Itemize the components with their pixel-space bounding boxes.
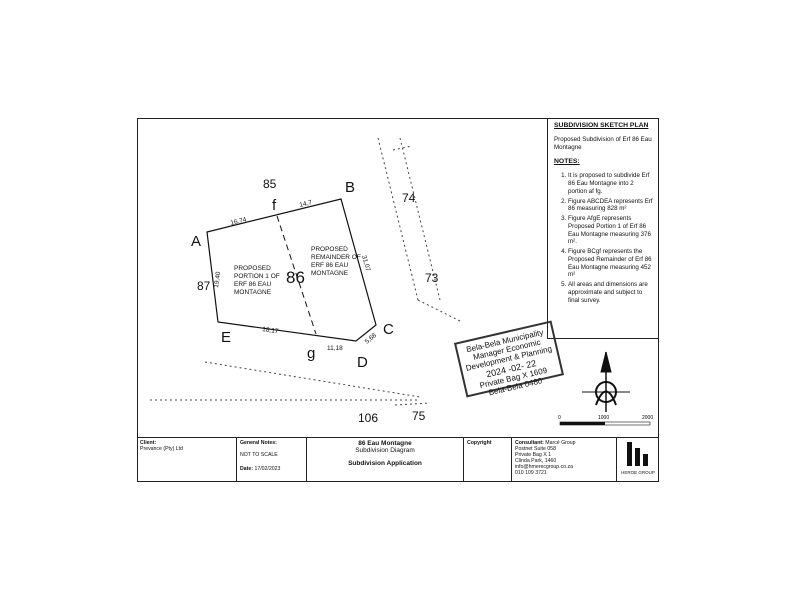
portion-1-label: PROPOSED PORTION 1 OF ERF 86 EAU MONTAGN… [234, 265, 280, 296]
note-item: It is proposed to subdivide Erf 86 Eau M… [568, 172, 653, 195]
road-boundary-left [377, 137, 419, 301]
erf-label-75: 75 [412, 409, 426, 423]
notes-list: It is proposed to subdivide Erf 86 Eau M… [554, 172, 653, 304]
dimension-bc: 31,07 [360, 255, 371, 273]
note-item: Figure ABCDEA represents Erf 86 measurin… [568, 198, 653, 214]
logo-cell: HEROE GROUP [617, 438, 659, 482]
consultant-label: Consultant: [515, 440, 544, 446]
neighbour-boundaries [150, 137, 463, 406]
application-type: Subdivision Application [348, 460, 422, 467]
remainder-line: PROPOSED [311, 246, 348, 253]
date-value: 17/02/2023 [254, 466, 281, 472]
erf-label-106: 106 [358, 411, 378, 425]
dimension-dc: 5,68 [364, 332, 378, 346]
drawing-sheet [137, 118, 659, 482]
erf-86-boundary [206, 198, 377, 342]
email: info@hmerecgroup.co.za [515, 464, 574, 470]
portion-1-line: MONTAGNE [234, 289, 272, 296]
notes-panel-subtitle: Proposed Subdivision of Erf 86 Eau Monta… [554, 136, 652, 152]
erf-label-86: 86 [286, 268, 305, 287]
point-label-f: f [272, 197, 277, 214]
portion-1-line: PROPOSED [234, 265, 271, 272]
scale-bar: 0 1000 2000 [558, 415, 653, 426]
point-label-d: D [357, 354, 368, 371]
portion-1-line: ERF 86 EAU [234, 281, 272, 288]
consultant-cell: Consultant: Marcé Group Postnet Suite 05… [512, 438, 617, 482]
consultant-name: Marcé Group [545, 440, 576, 446]
erf-label-74: 74 [402, 191, 416, 205]
dimension-eg: 18,17 [262, 326, 279, 335]
portion-1-line: PORTION 1 OF [234, 273, 280, 280]
company-logo-icon [627, 442, 648, 466]
address-line: Clinda Park, 1460 [515, 458, 557, 464]
client-cell: Client: Prevance (Pty) Ltd [137, 438, 237, 482]
remainder-label: PROPOSED REMAINDER OF ERF 86 EAU MONTAGN… [311, 246, 361, 277]
project-title: 86 Eau Montagne [358, 440, 412, 447]
north-arrow-icon [582, 351, 630, 412]
note-item: All areas and dimensions are approximate… [568, 281, 653, 304]
point-label-g: g [307, 345, 315, 362]
point-label-b: B [345, 179, 355, 196]
dimension-ea: 19,40 [213, 271, 222, 288]
erf-label-73: 73 [425, 271, 439, 285]
address-line: Private Bag X 1 [515, 452, 552, 458]
dimension-af: 16,74 [230, 216, 248, 227]
title-block: Client: Prevance (Pty) Ltd General Notes… [137, 437, 659, 482]
general-notes-label: General Notes: [240, 440, 277, 446]
address-line: Postnet Suite 058 [515, 446, 556, 452]
erf-75-boundary [394, 402, 431, 406]
project-title-cell: 86 Eau Montagne Subdivision Diagram Subd… [307, 438, 464, 482]
erf-74-boundary [392, 145, 413, 151]
remainder-line: REMAINDER OF [311, 254, 361, 261]
point-label-e: E [221, 329, 231, 346]
subdivision-line-fg [276, 215, 317, 335]
erf-label-87: 87 [197, 279, 211, 293]
notes-panel: SUBDIVISION SKETCH PLAN Proposed Subdivi… [547, 118, 659, 339]
general-notes-cell: General Notes: NOT TO SCALE Date: 17/02/… [237, 438, 307, 482]
scale-tick-0: 0 [558, 415, 561, 421]
erf-label-85: 85 [263, 177, 277, 191]
client-value: Prevance (Pty) Ltd [140, 446, 183, 452]
logo-text: HEROE GROUP [621, 470, 655, 475]
point-label-a: A [191, 233, 201, 250]
drawing-title: Subdivision Diagram [355, 447, 415, 454]
note-item: Figure BCgf represents the Proposed Rema… [568, 248, 653, 279]
date-label: Date: [240, 466, 253, 472]
phone: 010 109 3721 [515, 470, 547, 476]
point-label-c: C [383, 321, 394, 338]
scale-note: NOT TO SCALE [240, 452, 278, 458]
notes-panel-title: SUBDIVISION SKETCH PLAN [554, 122, 649, 129]
notes-heading: NOTES: [554, 157, 580, 165]
scale-tick-1000: 1000 [598, 415, 609, 421]
note-item: Figure AfgE represents Proposed Portion … [568, 215, 653, 246]
scale-tick-2000: 2000 [642, 415, 653, 421]
dimension-gd: 11,18 [327, 345, 343, 352]
remainder-line: ERF 86 EAU [311, 262, 349, 269]
client-label: Client: [140, 440, 157, 446]
road-boundary-south [204, 361, 421, 398]
erf-73-boundary [417, 299, 463, 323]
copyright-cell: Copyright [464, 438, 512, 482]
remainder-line: MONTAGNE [311, 270, 349, 277]
copyright-heading: Copyright [467, 440, 492, 446]
dimension-fb: 14,7 [299, 199, 313, 209]
